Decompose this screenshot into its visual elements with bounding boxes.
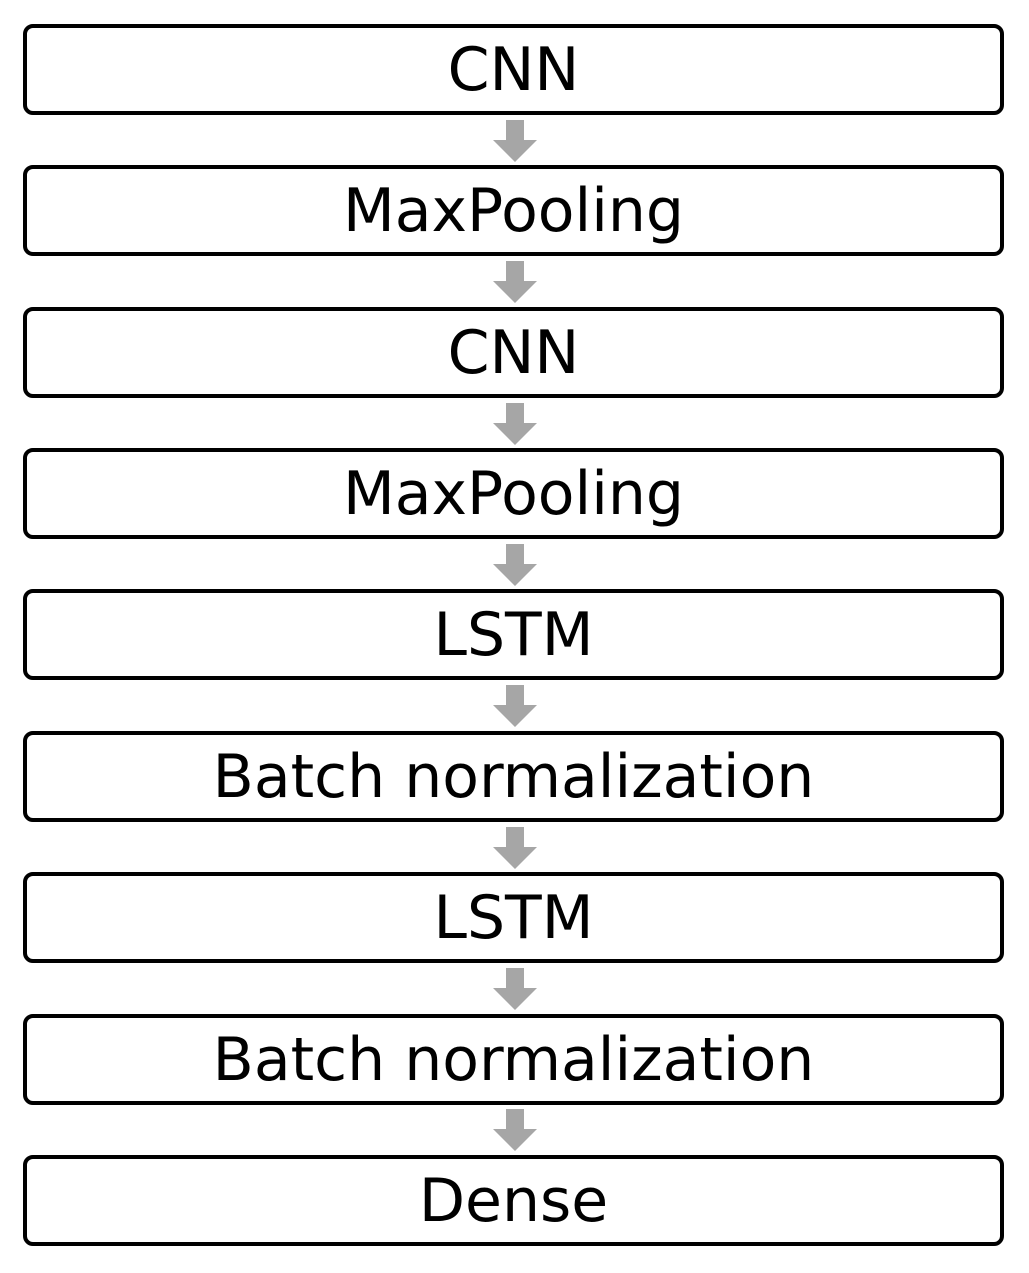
layer-box-maxpooling-2: MaxPooling (23, 448, 1004, 539)
layer-label: CNN (447, 317, 580, 388)
layer-box-dense: Dense (23, 1155, 1004, 1246)
down-arrow-icon (493, 1109, 537, 1151)
layer-box-batch-normalization-2: Batch normalization (23, 1014, 1004, 1105)
layer-label: Batch normalization (212, 741, 815, 812)
down-arrow-icon (493, 403, 537, 445)
layer-box-lstm-2: LSTM (23, 872, 1004, 963)
layer-label: MaxPooling (343, 175, 684, 246)
layer-label: MaxPooling (343, 458, 684, 529)
layer-box-lstm-1: LSTM (23, 589, 1004, 680)
down-arrow-icon (493, 120, 537, 162)
down-arrow-icon (493, 968, 537, 1010)
layer-box-cnn-1: CNN (23, 24, 1004, 115)
layer-label: Dense (418, 1165, 609, 1236)
down-arrow-icon (493, 544, 537, 586)
layer-box-batch-normalization-1: Batch normalization (23, 731, 1004, 822)
layer-box-cnn-2: CNN (23, 307, 1004, 398)
layer-label: Batch normalization (212, 1024, 815, 1095)
layer-box-maxpooling-1: MaxPooling (23, 165, 1004, 256)
layer-label: CNN (447, 34, 580, 105)
down-arrow-icon (493, 685, 537, 727)
down-arrow-icon (493, 261, 537, 303)
layer-label: LSTM (433, 599, 594, 670)
down-arrow-icon (493, 827, 537, 869)
layer-label: LSTM (433, 882, 594, 953)
